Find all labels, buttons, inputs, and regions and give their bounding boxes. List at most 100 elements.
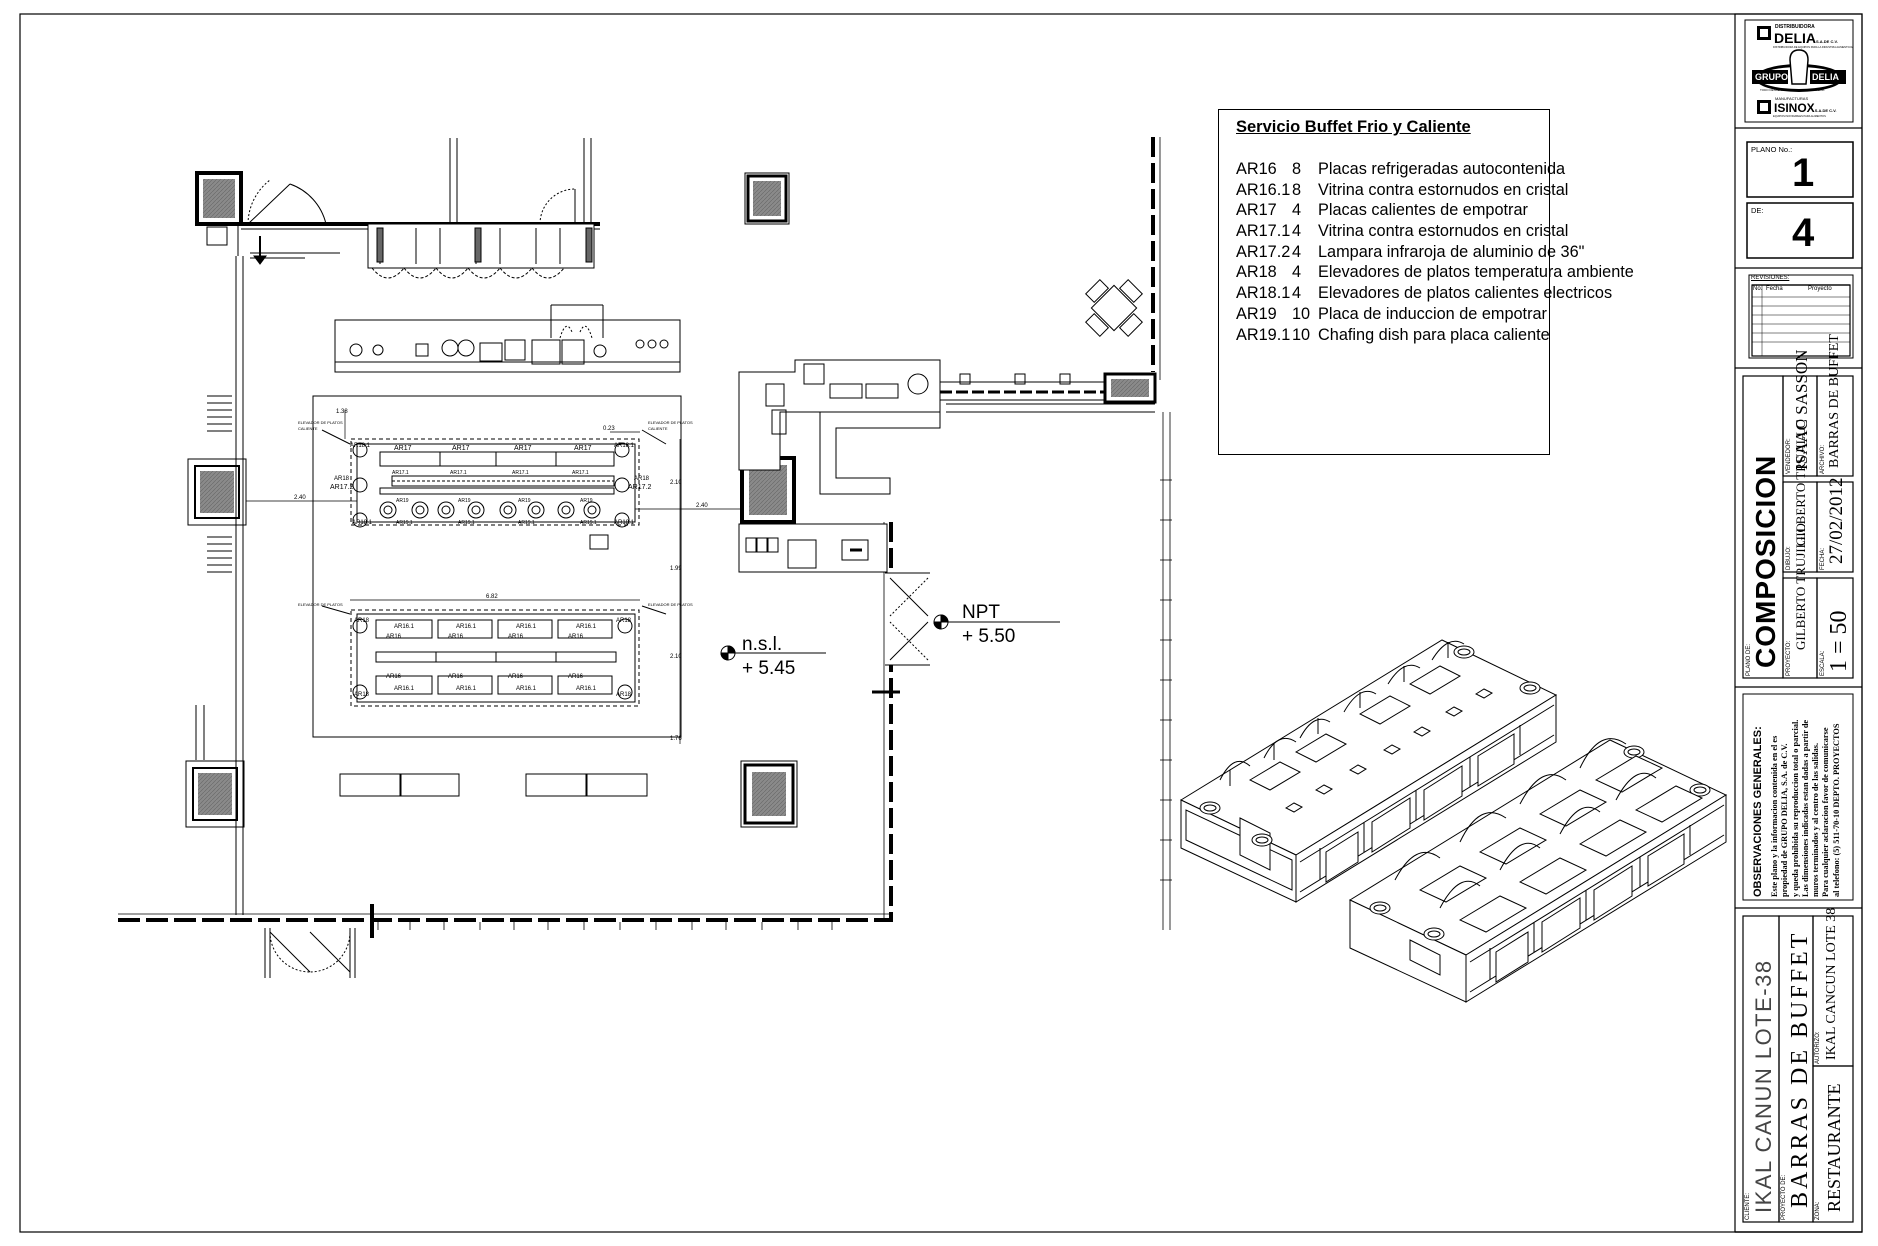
dimension-lines	[246, 410, 742, 744]
elevador-label-1b: CALIENTE	[298, 426, 318, 431]
bottom-door	[264, 928, 356, 978]
hot-buffet-island	[350, 438, 640, 550]
logo-bottom-sub: EQUIPOS INOXIDABLES PARA ALIMENTOS	[1773, 115, 1826, 118]
floor-plan	[118, 137, 1172, 978]
plan-ar17-1-c: AR17.1	[512, 470, 529, 476]
elevador-label-2a: ELEVADOR DE PLATOS	[648, 420, 693, 425]
rev-fecha-header: Fecha	[1766, 286, 1783, 292]
plan-ar16-1-g: AR16.1	[516, 686, 537, 692]
obs-line: propiedad de GRUPO DELIA, S.A. de C.V.	[1780, 743, 1790, 897]
legend-qty: 10	[1292, 304, 1311, 323]
nsl-label: n.s.l.	[742, 634, 782, 655]
elevador-label-3a: ELEVADOR DE PLATOS	[298, 602, 343, 607]
plan-ar19-3: AR19	[518, 498, 531, 504]
cold-buffet-island	[350, 609, 640, 707]
induction-plates	[379, 501, 601, 519]
dim-138: 1.38	[336, 409, 348, 415]
rev-no-header: No.	[1753, 286, 1763, 292]
plan-ar16-1-b: AR16.1	[456, 624, 477, 630]
obs-line: al telefono: (5) 511-70-10 DEPTO. PROYEC…	[1831, 723, 1841, 897]
plan-ar19-1-a: AR19.1	[396, 520, 413, 526]
logo-brand-suffix: S.A.DE C.V.	[1816, 39, 1838, 44]
plan-ar17-1-d: AR17.1	[572, 470, 589, 476]
plan-ar18-1-br: AR18.1	[614, 520, 635, 526]
plan-ar18-tr: AR18.1	[614, 443, 635, 449]
archivo-label: ARCHIVO:	[1820, 444, 1826, 474]
logo-bottom-top: MANUFACTURAS	[1775, 96, 1809, 101]
table-with-chairs	[1085, 279, 1143, 337]
plan-ar17-2-l: AR17.2	[330, 484, 353, 491]
dim-199: 1.99	[670, 566, 682, 572]
legend-qty: 4	[1292, 201, 1302, 220]
obs-title: OBSERVACIONES GENERALES:	[1752, 726, 1764, 897]
legend-desc: Placa de induccion de empotrar	[1318, 304, 1547, 323]
plano-de-value: COMPOSICION	[1750, 454, 1781, 668]
plan-ar16-f: AR16	[448, 674, 464, 680]
plan-ar16-1-h: AR16.1	[576, 686, 597, 692]
legend-desc: Placas calientes de empotrar	[1318, 201, 1528, 220]
plan-ar19-1: AR19	[396, 498, 409, 504]
plan-ar17-4: AR17	[574, 445, 592, 452]
company-logo	[1752, 26, 1846, 114]
plan-ar18-cold-bl: AR18	[354, 692, 370, 698]
legend-code: AR18.1	[1236, 284, 1291, 303]
logo-bottom-brand: ISINOXS.A.DE C.V.	[1774, 101, 1837, 115]
legend-qty: 4	[1292, 284, 1302, 303]
legend-code: AR17.2	[1236, 242, 1291, 261]
plan-ar19-4: AR19	[580, 498, 593, 504]
wall-ticks-left	[207, 395, 232, 573]
plan-ar16-1-e: AR16.1	[394, 686, 415, 692]
dibujo-label: DIBUJO:	[1786, 546, 1792, 570]
level-marker-npt	[933, 614, 1060, 630]
service-counter	[738, 359, 941, 573]
logo-top-label: DISTRIBUIDORA	[1775, 24, 1815, 30]
legend-desc: Vitrina contra estornudos en cristal	[1318, 222, 1569, 241]
plan-ar17-3: AR17	[514, 445, 532, 452]
plano-no-value: 1	[1792, 151, 1815, 195]
obs-line: y queda prohibida su reproduccion total …	[1790, 719, 1800, 897]
plan-ar16-1-f: AR16.1	[456, 686, 477, 692]
legend-desc: Elevadores de platos calientes electrico…	[1318, 284, 1613, 303]
column-top-center	[744, 172, 790, 225]
legend-qty: 4	[1292, 242, 1302, 261]
legend-code: AR18	[1236, 263, 1277, 282]
proyecto-label: PROYECTO:	[1786, 640, 1792, 676]
legend-code: AR17.1	[1236, 222, 1291, 241]
column-mid-left	[187, 458, 247, 526]
dim-210-a: 2.10	[670, 480, 682, 486]
npt-value: + 5.50	[962, 626, 1015, 647]
legend-title: Servicio Buffet Frio y Caliente	[1236, 118, 1471, 136]
plan-ar17-2: AR17	[452, 445, 470, 452]
wall-ticks-bottom	[377, 922, 833, 930]
legend-code: AR19.1	[1236, 325, 1291, 344]
plan-ar18-cold-br: AR18	[616, 692, 632, 698]
obs-line: Las dimensiones indicadas estan dadas a …	[1800, 719, 1810, 897]
column-bottom-left	[185, 760, 245, 828]
nsl-value: + 5.45	[742, 658, 795, 679]
plan-ar18-cold-tl: AR18	[354, 618, 370, 624]
logo-bottom-brand-suffix: S.A.DE C.V.	[1814, 108, 1837, 113]
side-door	[885, 572, 930, 666]
plan-ar18-1-bl: AR18.1	[352, 520, 373, 526]
plan-labels: 1.38 2.40 2.40 0.23 2.10 1.99 2.10 1.76 …	[294, 409, 1015, 742]
plan-ar16-b: AR16	[448, 634, 464, 640]
fecha-value: 27/02/2012	[1826, 477, 1847, 564]
obs-lines: Este plano y la informacion contenida en…	[1770, 697, 1842, 897]
dim-023: 0.23	[603, 426, 615, 432]
legend-qty: 8	[1292, 160, 1302, 178]
plan-ar17-1-a: AR17.1	[392, 470, 409, 476]
plan-ar19-1-d: AR19.1	[580, 520, 597, 526]
isometric-hot-bar	[1179, 639, 1558, 903]
obs-line: muros terminados y al centro de las sali…	[1811, 742, 1821, 897]
proyecto-value: GILBERTO TRUJILLO	[1793, 523, 1808, 650]
zona-label: ZONA:	[1815, 1201, 1821, 1220]
plan-ar16-c: AR16	[508, 634, 524, 640]
